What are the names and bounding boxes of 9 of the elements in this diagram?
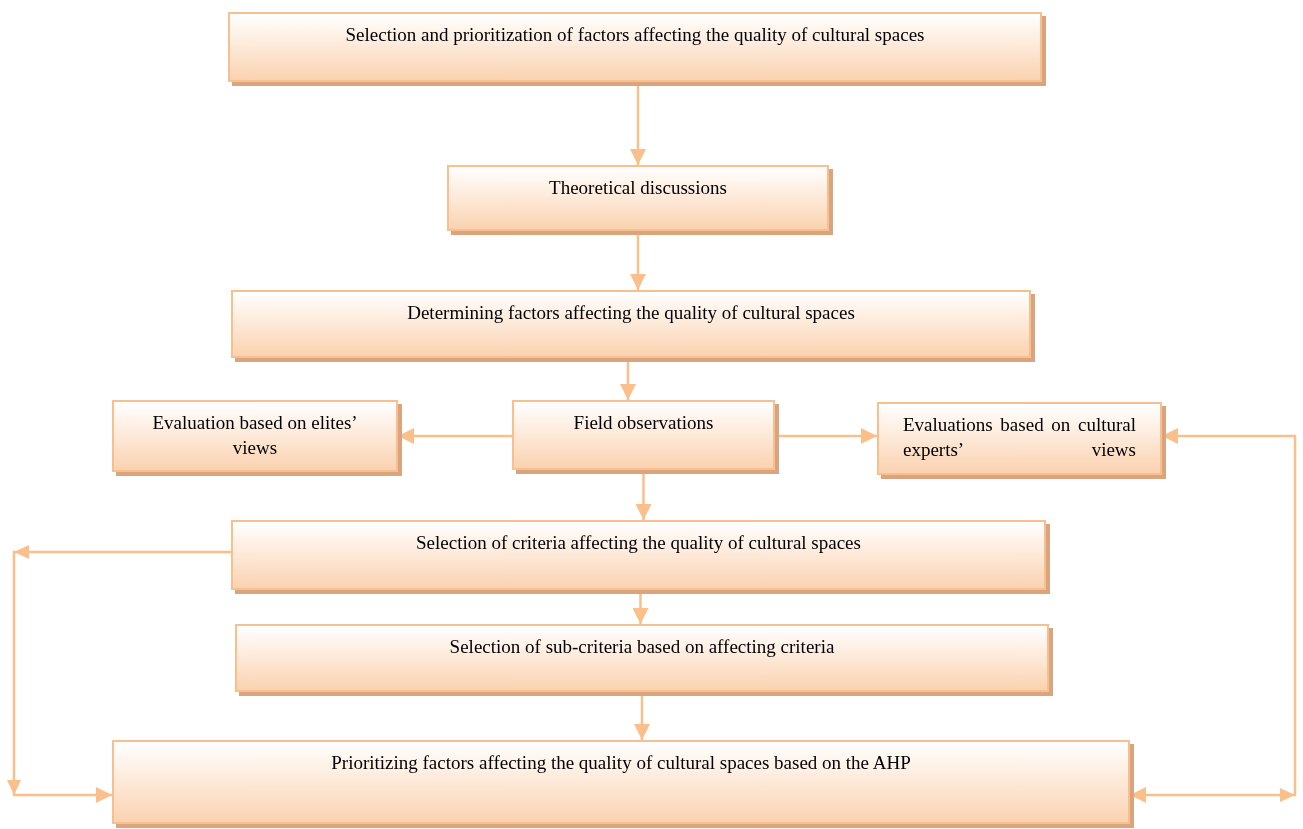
- box-label: Prioritizing factors affecting the quality of cultural spaces based on the AHP: [330, 751, 912, 775]
- box-label: Field observations: [572, 411, 715, 435]
- box-label: Theoretical discussions: [548, 176, 728, 200]
- box-label: Selection of sub-criteria based on affecting criteria: [448, 635, 836, 659]
- box-label: Selection of criteria affecting the quality of cultural spaces: [415, 531, 862, 555]
- box-label: Evaluations based on cultural experts’ views: [903, 413, 1136, 462]
- box-label: Evaluation based on elites’ views: [151, 411, 359, 460]
- box-label: Determining factors affecting the quality of cultural spaces: [406, 301, 856, 325]
- box-label: Selection and prioritization of factors affecting the quality of cultural spaces: [344, 23, 926, 47]
